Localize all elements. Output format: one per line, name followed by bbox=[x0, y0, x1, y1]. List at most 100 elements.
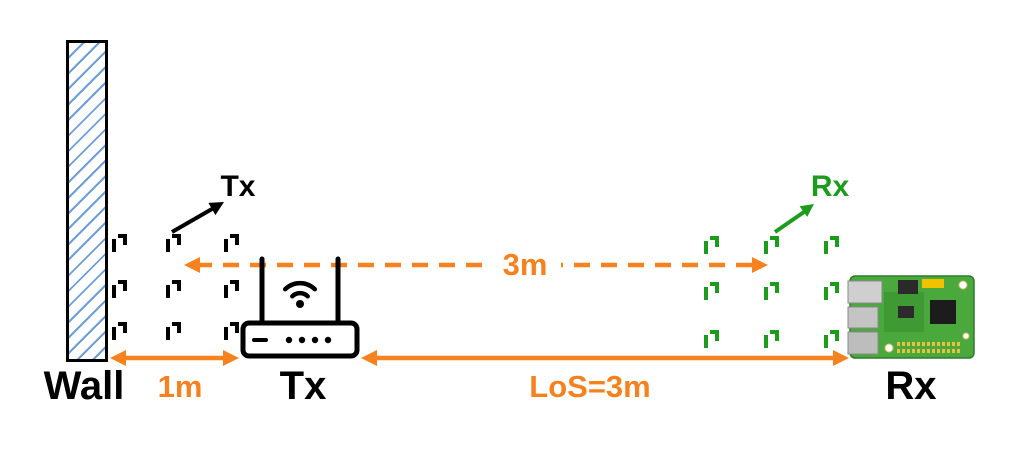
tx-position-marker-stroke bbox=[166, 239, 170, 252]
tx-position-marker bbox=[166, 322, 181, 340]
rx-position-marker bbox=[764, 282, 779, 300]
rx-position-marker-stroke bbox=[824, 335, 828, 348]
tx-direction-label: Tx bbox=[220, 170, 256, 203]
tx-label: Tx bbox=[279, 364, 327, 408]
offset-distance-arrow bbox=[184, 257, 768, 273]
wall-to-tx-arrowhead-right bbox=[223, 350, 239, 366]
tx-position-marker-stroke bbox=[112, 239, 116, 252]
tx-position-marker bbox=[166, 280, 181, 298]
tx-position-marker bbox=[224, 322, 239, 340]
pi-label-sticker bbox=[922, 279, 944, 288]
tx-position-marker-stroke bbox=[235, 322, 239, 333]
pi-small-chip bbox=[898, 306, 914, 318]
rx-position-marker-stroke bbox=[764, 287, 768, 300]
wall-to-tx-distance-label: 1m bbox=[157, 369, 203, 404]
wall-label: Wall bbox=[43, 364, 125, 408]
rx-position-marker bbox=[824, 236, 839, 254]
rx-position-marker-stroke bbox=[710, 236, 719, 240]
rx-position-marker-stroke bbox=[830, 330, 839, 334]
tx-position-marker-stroke bbox=[224, 327, 228, 340]
tx-position-marker-stroke bbox=[118, 280, 127, 284]
wall-to-tx-arrowhead-left bbox=[110, 350, 126, 366]
rx-position-marker-stroke bbox=[704, 335, 708, 348]
rx-label: Rx bbox=[885, 364, 937, 408]
tx-position-marker-stroke bbox=[172, 280, 181, 284]
tx-position-marker bbox=[224, 234, 239, 252]
rx-position-marker-stroke bbox=[775, 282, 779, 293]
rx-position-marker-stroke bbox=[835, 282, 839, 293]
rx-position-marker-stroke bbox=[715, 282, 719, 293]
pi-mounting-hole bbox=[884, 343, 894, 353]
wifi-signal-arc-inner bbox=[290, 290, 310, 299]
pi-mounting-hole bbox=[958, 280, 968, 290]
tx-position-marker-stroke bbox=[235, 280, 239, 291]
rx-position-marker bbox=[704, 282, 719, 300]
wifi-signal-dot bbox=[296, 300, 304, 308]
tx-position-marker-stroke bbox=[224, 239, 228, 252]
tx-position-marker bbox=[224, 280, 239, 298]
wifi-router-icon bbox=[240, 256, 360, 359]
wifi-signal-icon bbox=[282, 280, 318, 308]
rx-position-marker-stroke bbox=[775, 330, 779, 341]
rx-position-marker-stroke bbox=[710, 282, 719, 286]
rx-position-marker-stroke bbox=[835, 330, 839, 341]
rx-position-marker-stroke bbox=[824, 241, 828, 254]
tx-direction-arrow bbox=[171, 202, 224, 234]
raspberry-pi-icon bbox=[847, 275, 975, 359]
tx-position-marker-stroke bbox=[235, 234, 239, 245]
router-led bbox=[298, 336, 306, 344]
pi-usb-port-top bbox=[847, 280, 883, 304]
rx-position-marker-stroke bbox=[775, 236, 779, 247]
rx-position-markers bbox=[704, 236, 839, 348]
pi-soc-chip bbox=[930, 300, 956, 324]
router-led bbox=[324, 336, 332, 344]
rx-position-marker-stroke bbox=[770, 282, 779, 286]
offset-distance-arrowhead-right bbox=[752, 257, 768, 273]
rx-position-marker-stroke bbox=[770, 236, 779, 240]
pi-mounting-hole bbox=[962, 332, 970, 340]
rx-direction-label: Rx bbox=[810, 170, 850, 203]
tx-position-marker-stroke bbox=[166, 285, 170, 298]
rx-position-marker bbox=[704, 330, 719, 348]
rx-position-marker-stroke bbox=[830, 282, 839, 286]
rx-position-marker-stroke bbox=[764, 335, 768, 348]
tx-position-marker-stroke bbox=[112, 327, 116, 340]
offset-distance-label: 3m bbox=[489, 249, 561, 281]
tx-position-marker-stroke bbox=[112, 285, 116, 298]
tx-position-marker-stroke bbox=[118, 234, 127, 238]
pi-usb-port-bottom bbox=[847, 306, 879, 329]
rx-position-marker-stroke bbox=[770, 330, 779, 334]
tx-direction-arrowhead bbox=[208, 202, 224, 216]
tx-position-marker bbox=[112, 322, 127, 340]
rx-position-marker-stroke bbox=[824, 287, 828, 300]
tx-position-marker bbox=[112, 234, 127, 252]
rx-position-marker-stroke bbox=[710, 330, 719, 334]
wall-to-tx-arrow bbox=[110, 350, 239, 366]
rx-position-marker-stroke bbox=[835, 236, 839, 247]
tx-position-marker-stroke bbox=[177, 234, 181, 245]
wifi-signal-arc-outer bbox=[282, 280, 318, 292]
rx-position-marker bbox=[764, 330, 779, 348]
rx-direction-arrow bbox=[773, 204, 814, 234]
router-led bbox=[311, 336, 319, 344]
los-arrow bbox=[361, 350, 849, 366]
tx-position-marker-stroke bbox=[123, 322, 127, 333]
tx-position-marker-stroke bbox=[166, 327, 170, 340]
rx-position-marker-stroke bbox=[715, 236, 719, 247]
pi-ethernet-port bbox=[847, 331, 879, 355]
wall-hatched-block bbox=[66, 40, 108, 362]
tx-position-marker-stroke bbox=[230, 322, 239, 326]
tx-position-marker bbox=[166, 234, 181, 252]
los-arrowhead-left bbox=[361, 350, 377, 366]
rx-position-marker bbox=[824, 330, 839, 348]
tx-position-marker-stroke bbox=[230, 234, 239, 238]
rx-position-marker-stroke bbox=[715, 330, 719, 341]
tx-position-marker-stroke bbox=[172, 234, 181, 238]
rx-direction-arrowhead bbox=[799, 204, 814, 217]
tx-position-marker-stroke bbox=[123, 280, 127, 291]
tx-direction-arrow-shaft bbox=[171, 207, 213, 234]
rx-direction-arrow-shaft bbox=[773, 210, 806, 234]
tx-position-marker-stroke bbox=[177, 280, 181, 291]
